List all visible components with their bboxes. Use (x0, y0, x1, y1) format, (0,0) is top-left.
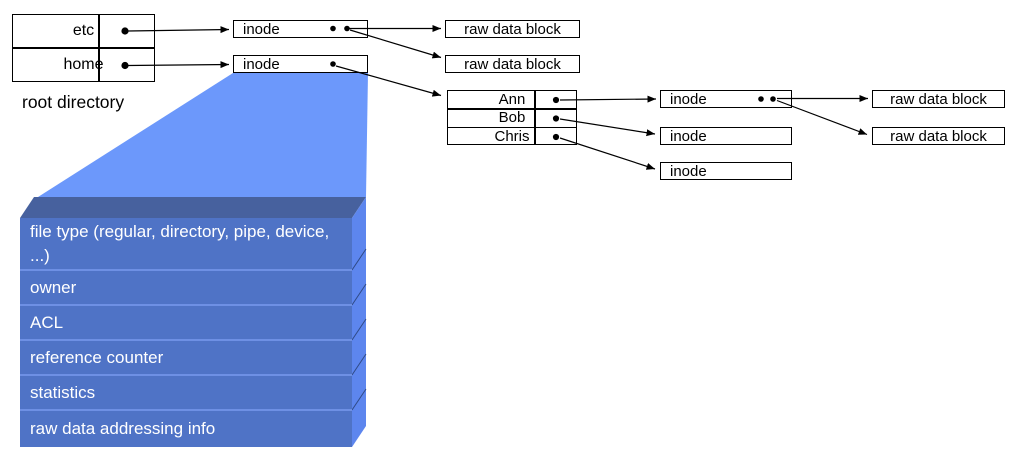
inode-structure-block: file type (regular, directory, pipe, dev… (20, 218, 352, 447)
inode-label: inode (243, 55, 280, 73)
directory-entry-name: Ann (498, 91, 526, 109)
raw-data-block-label: raw data block (464, 55, 561, 73)
raw-data-block-label: raw data block (890, 90, 987, 108)
inode-label: inode (670, 127, 707, 145)
raw-data-block-box: raw data block (445, 20, 580, 38)
directory-entry-name: Chris (494, 127, 530, 145)
raw-data-block-label: raw data block (890, 127, 987, 145)
raw-data-block-box: raw data block (445, 55, 580, 73)
raw-data-block-box: raw data block (872, 90, 1005, 108)
inode-field-statistics: statistics (20, 376, 352, 409)
inode-label: inode (670, 90, 707, 108)
raw-data-block-box: raw data block (872, 127, 1005, 145)
inode-field-acl: ACL (20, 306, 352, 339)
inode-box-chris: inode (660, 162, 792, 180)
raw-data-block-label: raw data block (464, 20, 561, 38)
table-divider (98, 15, 100, 81)
directory-entry-name: Bob (498, 109, 526, 127)
home-directory-table: Ann Bob Chris (447, 90, 577, 145)
inode-box-etc: inode (233, 20, 368, 38)
inode-field-owner: owner (20, 271, 352, 304)
table-row: Chris (448, 128, 576, 145)
inode-box-ann: inode (660, 90, 792, 108)
table-row: Bob (448, 109, 576, 126)
table-row: Ann (448, 91, 576, 108)
inode-field-raw-data-addressing: raw data addressing info (20, 411, 352, 447)
table-row: etc (13, 15, 154, 47)
root-directory-caption: root directory (22, 92, 125, 112)
table-divider (448, 126, 576, 129)
table-divider (448, 108, 576, 110)
directory-entry-name: home (63, 56, 104, 74)
root-directory-table: etc home (12, 14, 155, 82)
table-row: home (13, 49, 154, 81)
inode-label: inode (243, 20, 280, 38)
inode-label: inode (670, 162, 707, 180)
table-divider (534, 91, 536, 144)
table-divider (13, 47, 154, 49)
inode-field-file-type: file type (regular, directory, pipe, dev… (20, 218, 352, 269)
inode-box-bob: inode (660, 127, 792, 145)
inode-box-home: inode (233, 55, 368, 73)
directory-entry-name: etc (72, 22, 95, 40)
inode-field-reference-counter: reference counter (20, 341, 352, 374)
